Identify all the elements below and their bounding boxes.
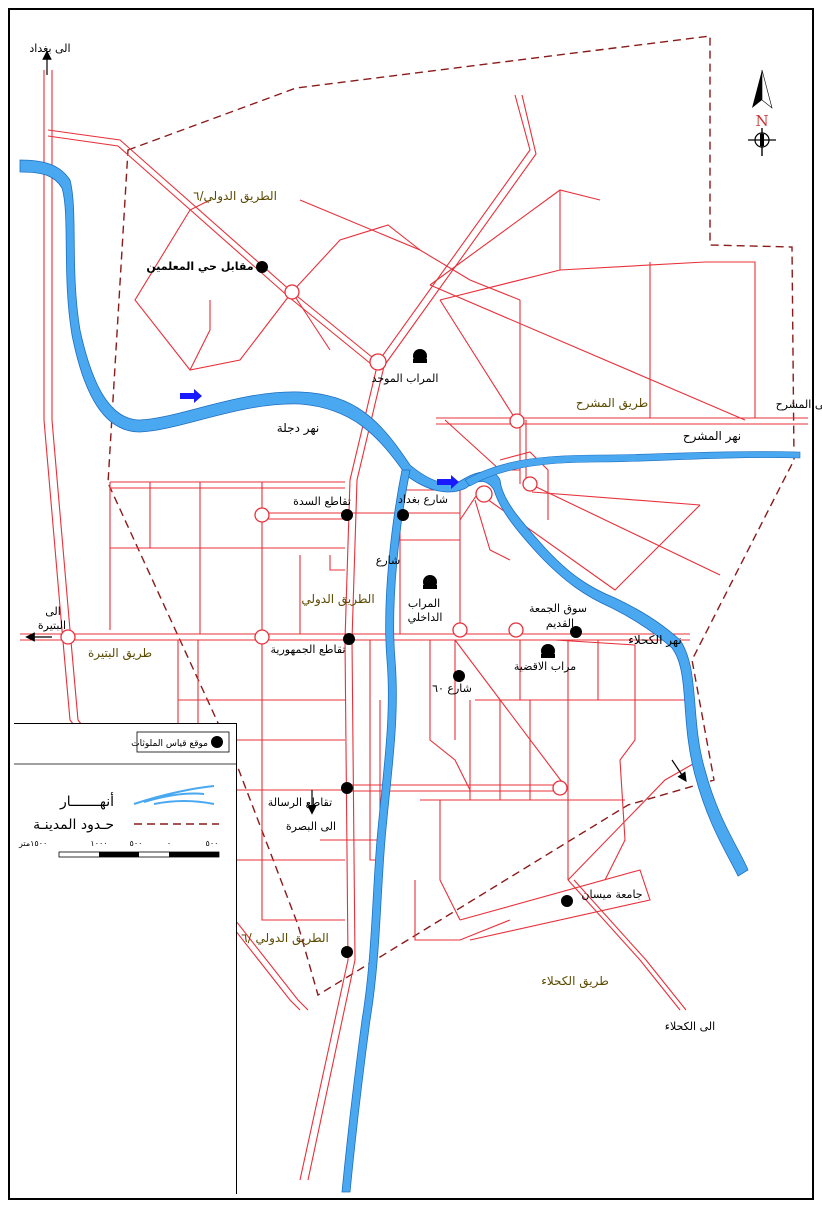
- garage-markers: [413, 349, 555, 658]
- label-street-60: شارع ٦٠: [432, 682, 472, 695]
- label-to-basra: الى البصرة: [286, 820, 336, 833]
- label-to-kahla: الى الكحلاء: [665, 1020, 715, 1033]
- label-batira-road: طريق البتيرة: [88, 646, 152, 661]
- label-jumhuriya-intersection: تقاطع الجمهورية: [271, 643, 346, 656]
- map-legend: موقع قياس الملوثات أنهـــــــار حـدود ال…: [14, 723, 237, 1194]
- measurement-stations: [256, 261, 582, 958]
- label-jumua-market-1: سوق الجمعة: [529, 602, 587, 615]
- station-baghdad-street: [397, 509, 409, 521]
- flow-arrows: [180, 389, 459, 489]
- legend-station-icon: [211, 736, 223, 748]
- label-intl-road-mid: الطريق الدولي: [301, 592, 374, 607]
- road-network: [20, 70, 808, 1181]
- tigris-river-south: [341, 469, 411, 1193]
- legend-river-icon: [133, 785, 215, 805]
- legend-rivers-label: أنهـــــــار: [59, 792, 114, 810]
- label-inner-garage-1: المراب: [408, 597, 440, 610]
- station-risala: [341, 782, 353, 794]
- scale-label-1000: ١٠٠٠: [90, 839, 107, 848]
- label-kahla-river: نهر الكحلاء: [628, 633, 681, 648]
- label-maysan-university: جامعة ميسان: [581, 888, 642, 901]
- garage-districts-icon: [541, 644, 555, 658]
- label-jumua-market-2: القديم: [546, 617, 574, 630]
- arrow-to-kahla-icon: [671, 759, 687, 782]
- label-musharrah-river: نهر المشرح: [683, 429, 741, 444]
- label-baghdad-street: شارع بغداد: [398, 493, 448, 506]
- label-to-baghdad: الى بغداد: [29, 42, 70, 55]
- tigris-river: [19, 159, 749, 877]
- label-to-batira-2: البتيرة: [38, 619, 66, 632]
- label-districts-garage: مراب الاقضية: [514, 660, 576, 673]
- north-arrow: N: [748, 69, 776, 156]
- label-teachers-quarter: مقابل حي المعلمين: [146, 260, 253, 273]
- flow-arrow-icon: [180, 389, 202, 403]
- label-risala-intersection: تقاطع الرسالة: [268, 796, 332, 809]
- station-maysan-university: [561, 895, 573, 907]
- station-teachers-quarter: [256, 261, 268, 273]
- label-street: شارع: [376, 554, 400, 567]
- roundabouts: [60, 284, 568, 796]
- station-jumua-market: [570, 626, 582, 638]
- label-inner-garage-2: الداخلي: [408, 611, 443, 624]
- label-intl-road-6-bottom: الطريق الدولي /٦: [241, 931, 329, 946]
- flow-arrow-icon: [437, 475, 459, 489]
- legend-station-label: موقع قياس الملوثات: [131, 739, 208, 749]
- garage-unified-icon: [413, 349, 427, 363]
- city-boundary: [107, 35, 795, 997]
- station-jumhuriya: [343, 633, 355, 645]
- scale-label-0: ٠: [167, 839, 171, 848]
- label-sadda-intersection: تقاطع السدة: [293, 495, 351, 508]
- label-to-batira-1: الى: [45, 605, 61, 618]
- scale-label-500-right: ٥٠٠: [206, 839, 219, 848]
- label-unified-garage: المراب الموحد: [372, 372, 439, 385]
- legend-boundary-label: حـدود المدينـة: [33, 817, 114, 833]
- station-sadda: [341, 509, 353, 521]
- station-street-60: [453, 670, 465, 682]
- scale-bar: ١٥٠٠متر ١٠٠٠ ٥٠٠ ٠ ٥٠٠: [18, 839, 220, 858]
- musharrah-river: [464, 451, 801, 487]
- north-letter: N: [755, 112, 768, 130]
- label-to-musharrah: الى المشرح: [776, 398, 822, 411]
- scale-label-1500: ١٥٠٠متر: [18, 839, 47, 848]
- label-musharrah-road: طريق المشرح: [576, 396, 648, 411]
- garage-inner-icon: [423, 575, 437, 589]
- station-intl-road-south: [341, 946, 353, 958]
- label-tigris-river: نهر دجلة: [277, 421, 319, 436]
- label-intl-road-6-top: الطريق الدولي/٦: [193, 189, 277, 204]
- scale-label-500: ٥٠٠: [130, 839, 143, 848]
- label-kahla-road: طريق الكحلاء: [541, 974, 609, 989]
